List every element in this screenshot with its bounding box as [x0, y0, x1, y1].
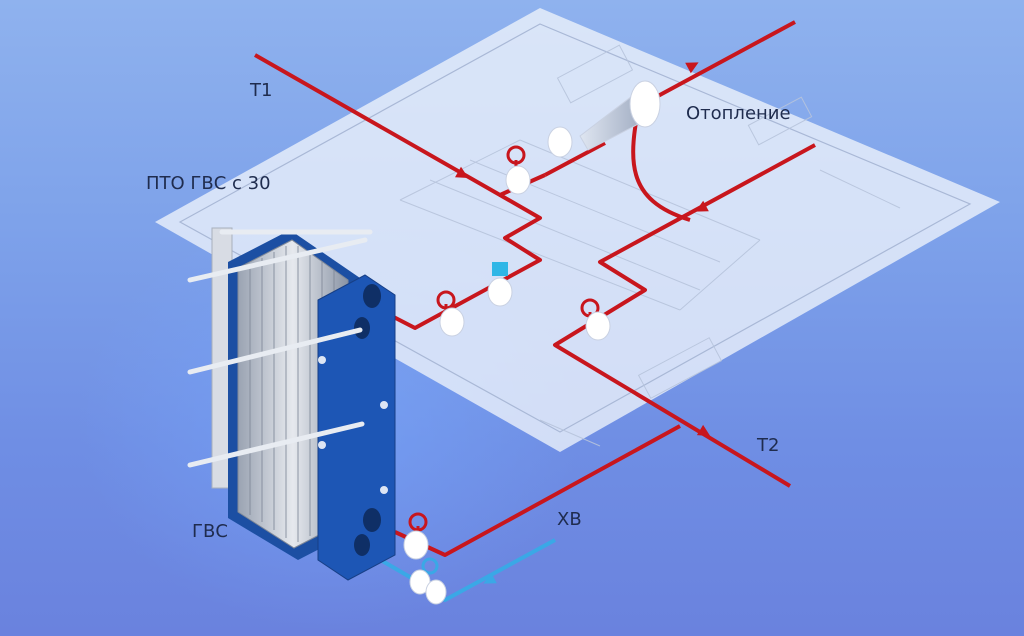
- label-t2: Т2: [757, 435, 780, 456]
- pipe-heating-out: [644, 20, 796, 105]
- label-t1: Т1: [250, 80, 273, 101]
- label-heating: Отопление: [686, 103, 791, 124]
- arrow-t1: [455, 166, 469, 178]
- arrow-heating-return: [695, 200, 709, 212]
- pipe-to-exchanger: [379, 193, 542, 330]
- valve-cold-water[interactable]: [409, 557, 447, 605]
- valve-t1[interactable]: [505, 145, 531, 195]
- valve-exchanger-supply[interactable]: [436, 277, 513, 337]
- sensor-box: [492, 262, 508, 276]
- arrow-cold-water: [483, 572, 497, 584]
- label-heat-exchanger: ПТО ГВС с 30: [146, 173, 271, 194]
- valve-return[interactable]: [403, 512, 429, 560]
- pipe-t2: [553, 143, 816, 488]
- valve-t2[interactable]: [580, 298, 611, 341]
- plate-heat-exchanger: [187, 227, 396, 581]
- label-cold-water: ХВ: [557, 509, 582, 530]
- pipe-to-heating: [544, 141, 606, 177]
- arrow-heating-out: [685, 62, 699, 74]
- arrow-t2: [696, 424, 711, 437]
- pipe-return: [394, 424, 681, 557]
- flow-arrows: [455, 62, 711, 437]
- label-hot-water: ГВС: [192, 521, 228, 542]
- heating-cone: [547, 80, 661, 158]
